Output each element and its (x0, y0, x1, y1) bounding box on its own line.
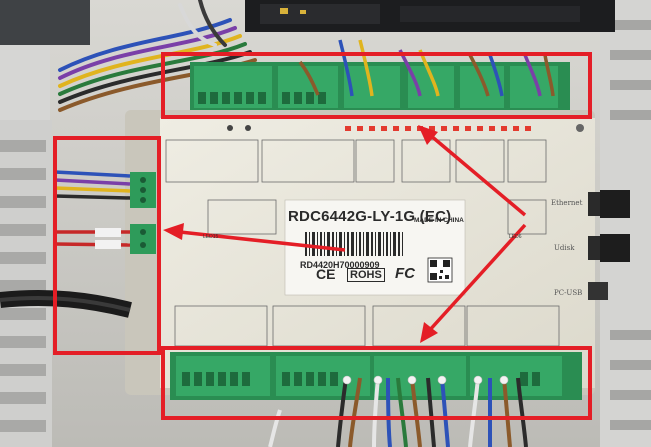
qr-code (427, 257, 453, 283)
top-left-shadow (0, 0, 90, 45)
annotation-boxes (53, 52, 592, 420)
pc-usb-port-label: PC-USB (554, 289, 583, 297)
controller-board (125, 110, 595, 395)
ethernet-port-label: Ethernet (551, 199, 583, 207)
board-model-label: RDC6442G-LY-1G (EC) (288, 208, 452, 225)
rohs-mark: ROHS (347, 268, 385, 282)
udisk-port-label: Udisk (554, 244, 575, 252)
left-terminals (0, 170, 156, 318)
wiring-duct-right (600, 0, 651, 447)
bottom-terminal-strip (170, 352, 582, 447)
annotation-box-bottom (161, 346, 592, 420)
annotation-box-left (53, 136, 161, 355)
fc-mark: FC (395, 265, 415, 282)
led-group-label: LED6 (509, 234, 522, 240)
top-terminal-strip (190, 39, 570, 112)
made-in-label: MADE IN CHINA (414, 217, 464, 224)
wiring-duct-left (0, 0, 52, 447)
arrow-to-left (179, 230, 346, 252)
top-pcb (245, 0, 615, 32)
serial-number-label: RD4420H70000909 (300, 260, 380, 270)
side-connectors (588, 190, 630, 300)
led-group-label: LED15 (203, 234, 219, 240)
annotation-box-top (161, 52, 592, 119)
ce-mark: CE (316, 266, 336, 282)
annotation-arrows (163, 125, 527, 343)
arrow-to-bottom (426, 223, 527, 334)
arrow-to-top (428, 133, 527, 217)
